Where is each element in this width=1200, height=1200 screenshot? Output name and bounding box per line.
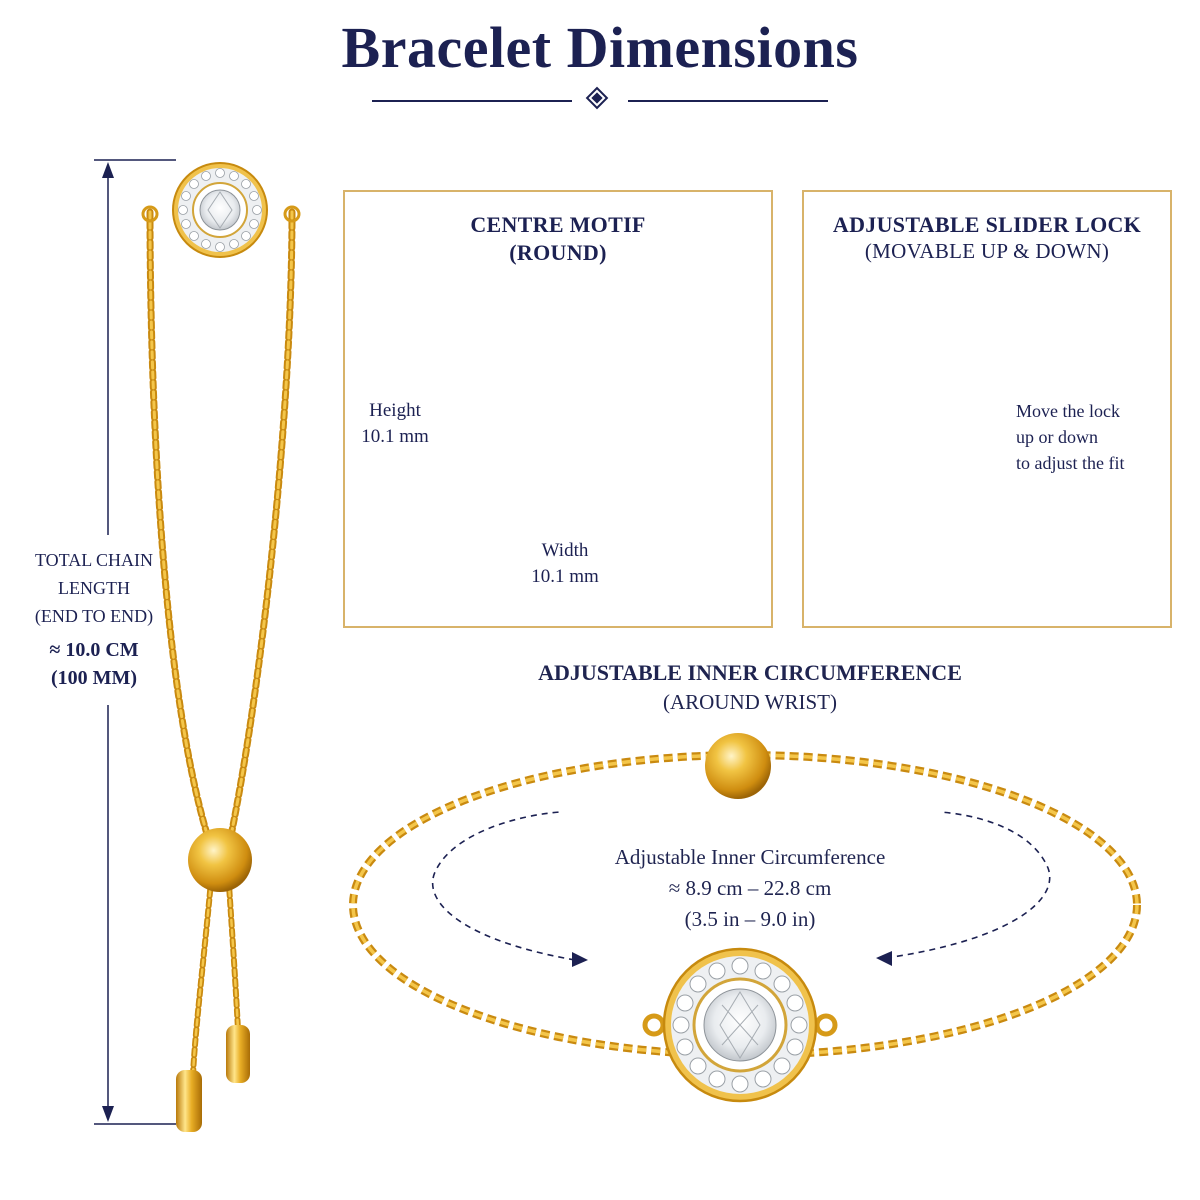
- left-end-bead-right: [226, 1025, 250, 1083]
- slider-note-line: up or down: [1016, 427, 1098, 447]
- round-motif: [642, 947, 838, 1103]
- motif-panel-title: CENTRE MOTIF: [470, 212, 646, 237]
- slider-note: Move the lock up or down to adjust the f…: [1016, 398, 1166, 476]
- circumference-range-in: (3.5 in – 9.0 in): [684, 907, 816, 931]
- height-value: 10.1 mm: [361, 426, 429, 447]
- slider-panel-title: ADJUSTABLE SLIDER LOCK: [832, 212, 1142, 237]
- circumference-range-cm: ≈ 8.9 cm – 22.8 cm: [668, 876, 832, 900]
- height-label: Height 10.1 mm: [347, 398, 443, 450]
- slider-panel-subtitle: (MOVABLE UP & DOWN): [864, 239, 1110, 263]
- page-title: Bracelet Dimensions: [341, 15, 859, 80]
- total-chain-length-label: TOTAL CHAIN LENGTH (END TO END): [14, 546, 174, 630]
- chain-label-line: (END TO END): [34, 606, 154, 626]
- chain-label-line: LENGTH: [58, 578, 130, 598]
- round-slider-ball: [705, 733, 771, 799]
- slider-lock-panel: ADJUSTABLE SLIDER LOCK (MOVABLE UP & DOW…: [802, 190, 1172, 628]
- circumference-subtitle: (AROUND WRIST): [662, 690, 838, 714]
- vertical-bracelet: [141, 205, 301, 1078]
- round-bracelet: [349, 751, 1141, 1059]
- circumference-arrows: [431, 811, 1051, 961]
- chain-value-cm: ≈ 10.0 CM: [49, 639, 139, 661]
- chain-value-mm: (100 MM): [50, 667, 138, 689]
- chain-label-line: TOTAL CHAIN: [34, 550, 154, 570]
- slider-note-line: to adjust the fit: [1016, 453, 1125, 473]
- left-motif: [172, 162, 268, 258]
- centre-motif-panel: CENTRE MOTIF (ROUND) Height 10.1 mm Widt…: [343, 190, 773, 628]
- width-label-text: Width: [541, 540, 589, 561]
- total-chain-length-value: ≈ 10.0 CM (100 MM): [14, 636, 174, 692]
- width-value: 10.1 mm: [531, 566, 599, 587]
- left-end-bead-left: [176, 1070, 202, 1132]
- motif-panel-subtitle: (ROUND): [509, 240, 607, 265]
- total-length-dimension: [94, 159, 176, 1125]
- circumference-label: Adjustable Inner Circumference: [614, 845, 886, 869]
- slider-note-line: Move the lock: [1016, 401, 1120, 421]
- circumference-details: Adjustable Inner Circumference ≈ 8.9 cm …: [520, 842, 980, 935]
- left-slider-ball: [188, 828, 252, 892]
- circumference-title: ADJUSTABLE INNER CIRCUMFERENCE: [538, 660, 962, 685]
- height-label-text: Height: [369, 400, 421, 421]
- width-label: Width 10.1 mm: [500, 538, 630, 590]
- title-divider: [372, 86, 828, 110]
